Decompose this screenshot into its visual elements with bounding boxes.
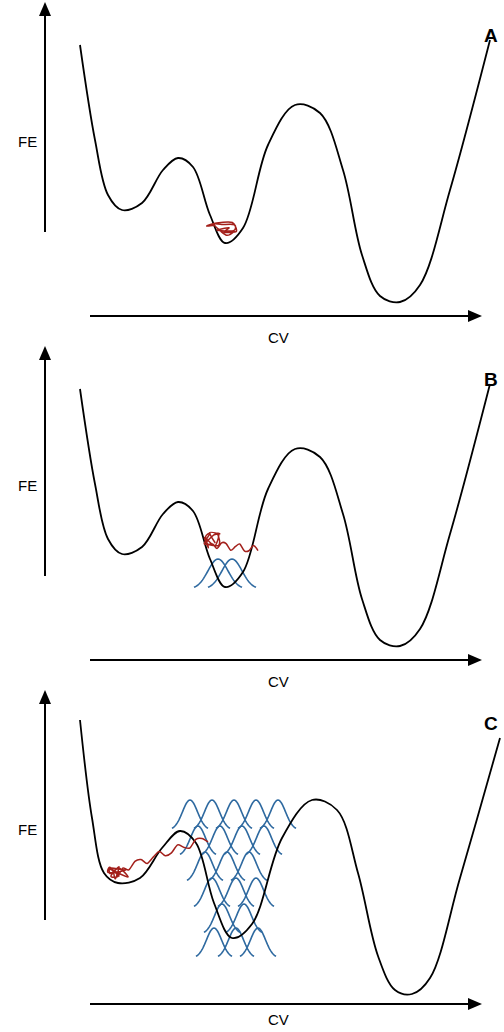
- gaussian-bias: [238, 878, 274, 906]
- panel-art: [39, 690, 500, 1010]
- gaussian-bias: [218, 928, 254, 956]
- axis-label: CV: [268, 1012, 289, 1027]
- gaussian-bias: [231, 852, 267, 880]
- gaussian-bias: [216, 800, 252, 828]
- panel-art: [39, 346, 490, 666]
- y-axis: [44, 702, 46, 920]
- arrow-head: [39, 2, 51, 16]
- gaussian-bias: [194, 800, 230, 828]
- protein-conformation: [207, 222, 237, 235]
- x-axis: [90, 315, 470, 317]
- gaussian-bias: [172, 800, 208, 828]
- arrow-head: [468, 998, 482, 1010]
- y-axis: [44, 358, 46, 576]
- arrow-head: [468, 310, 482, 322]
- axis-label: FE: [18, 134, 37, 149]
- panel-letter: C: [484, 714, 498, 733]
- axis-label: FE: [18, 478, 37, 493]
- gaussian-bias: [224, 826, 260, 854]
- free-energy-curve: [80, 40, 490, 302]
- free-energy-curve: [80, 384, 490, 646]
- y-axis: [44, 14, 46, 232]
- panel-art: [39, 2, 490, 322]
- gaussian-bias: [194, 878, 230, 906]
- axis-label: CV: [268, 330, 289, 345]
- gaussian-bias: [238, 800, 274, 828]
- x-axis: [90, 659, 470, 661]
- axis-label: FE: [18, 822, 37, 837]
- x-axis: [90, 1003, 470, 1005]
- protein-conformation: [108, 838, 208, 879]
- arrow-head: [39, 346, 51, 360]
- axis-label: CV: [268, 674, 289, 689]
- arrow-head: [468, 654, 482, 666]
- panel-letter: A: [484, 26, 498, 45]
- protein-conformation: [204, 532, 258, 551]
- gaussian-bias: [209, 852, 245, 880]
- gaussian-bias: [180, 826, 216, 854]
- gaussian-bias: [202, 826, 238, 854]
- arrow-head: [39, 690, 51, 704]
- panel-letter: B: [484, 370, 498, 389]
- gaussian-bias: [218, 878, 254, 906]
- free-energy-curve: [80, 720, 500, 995]
